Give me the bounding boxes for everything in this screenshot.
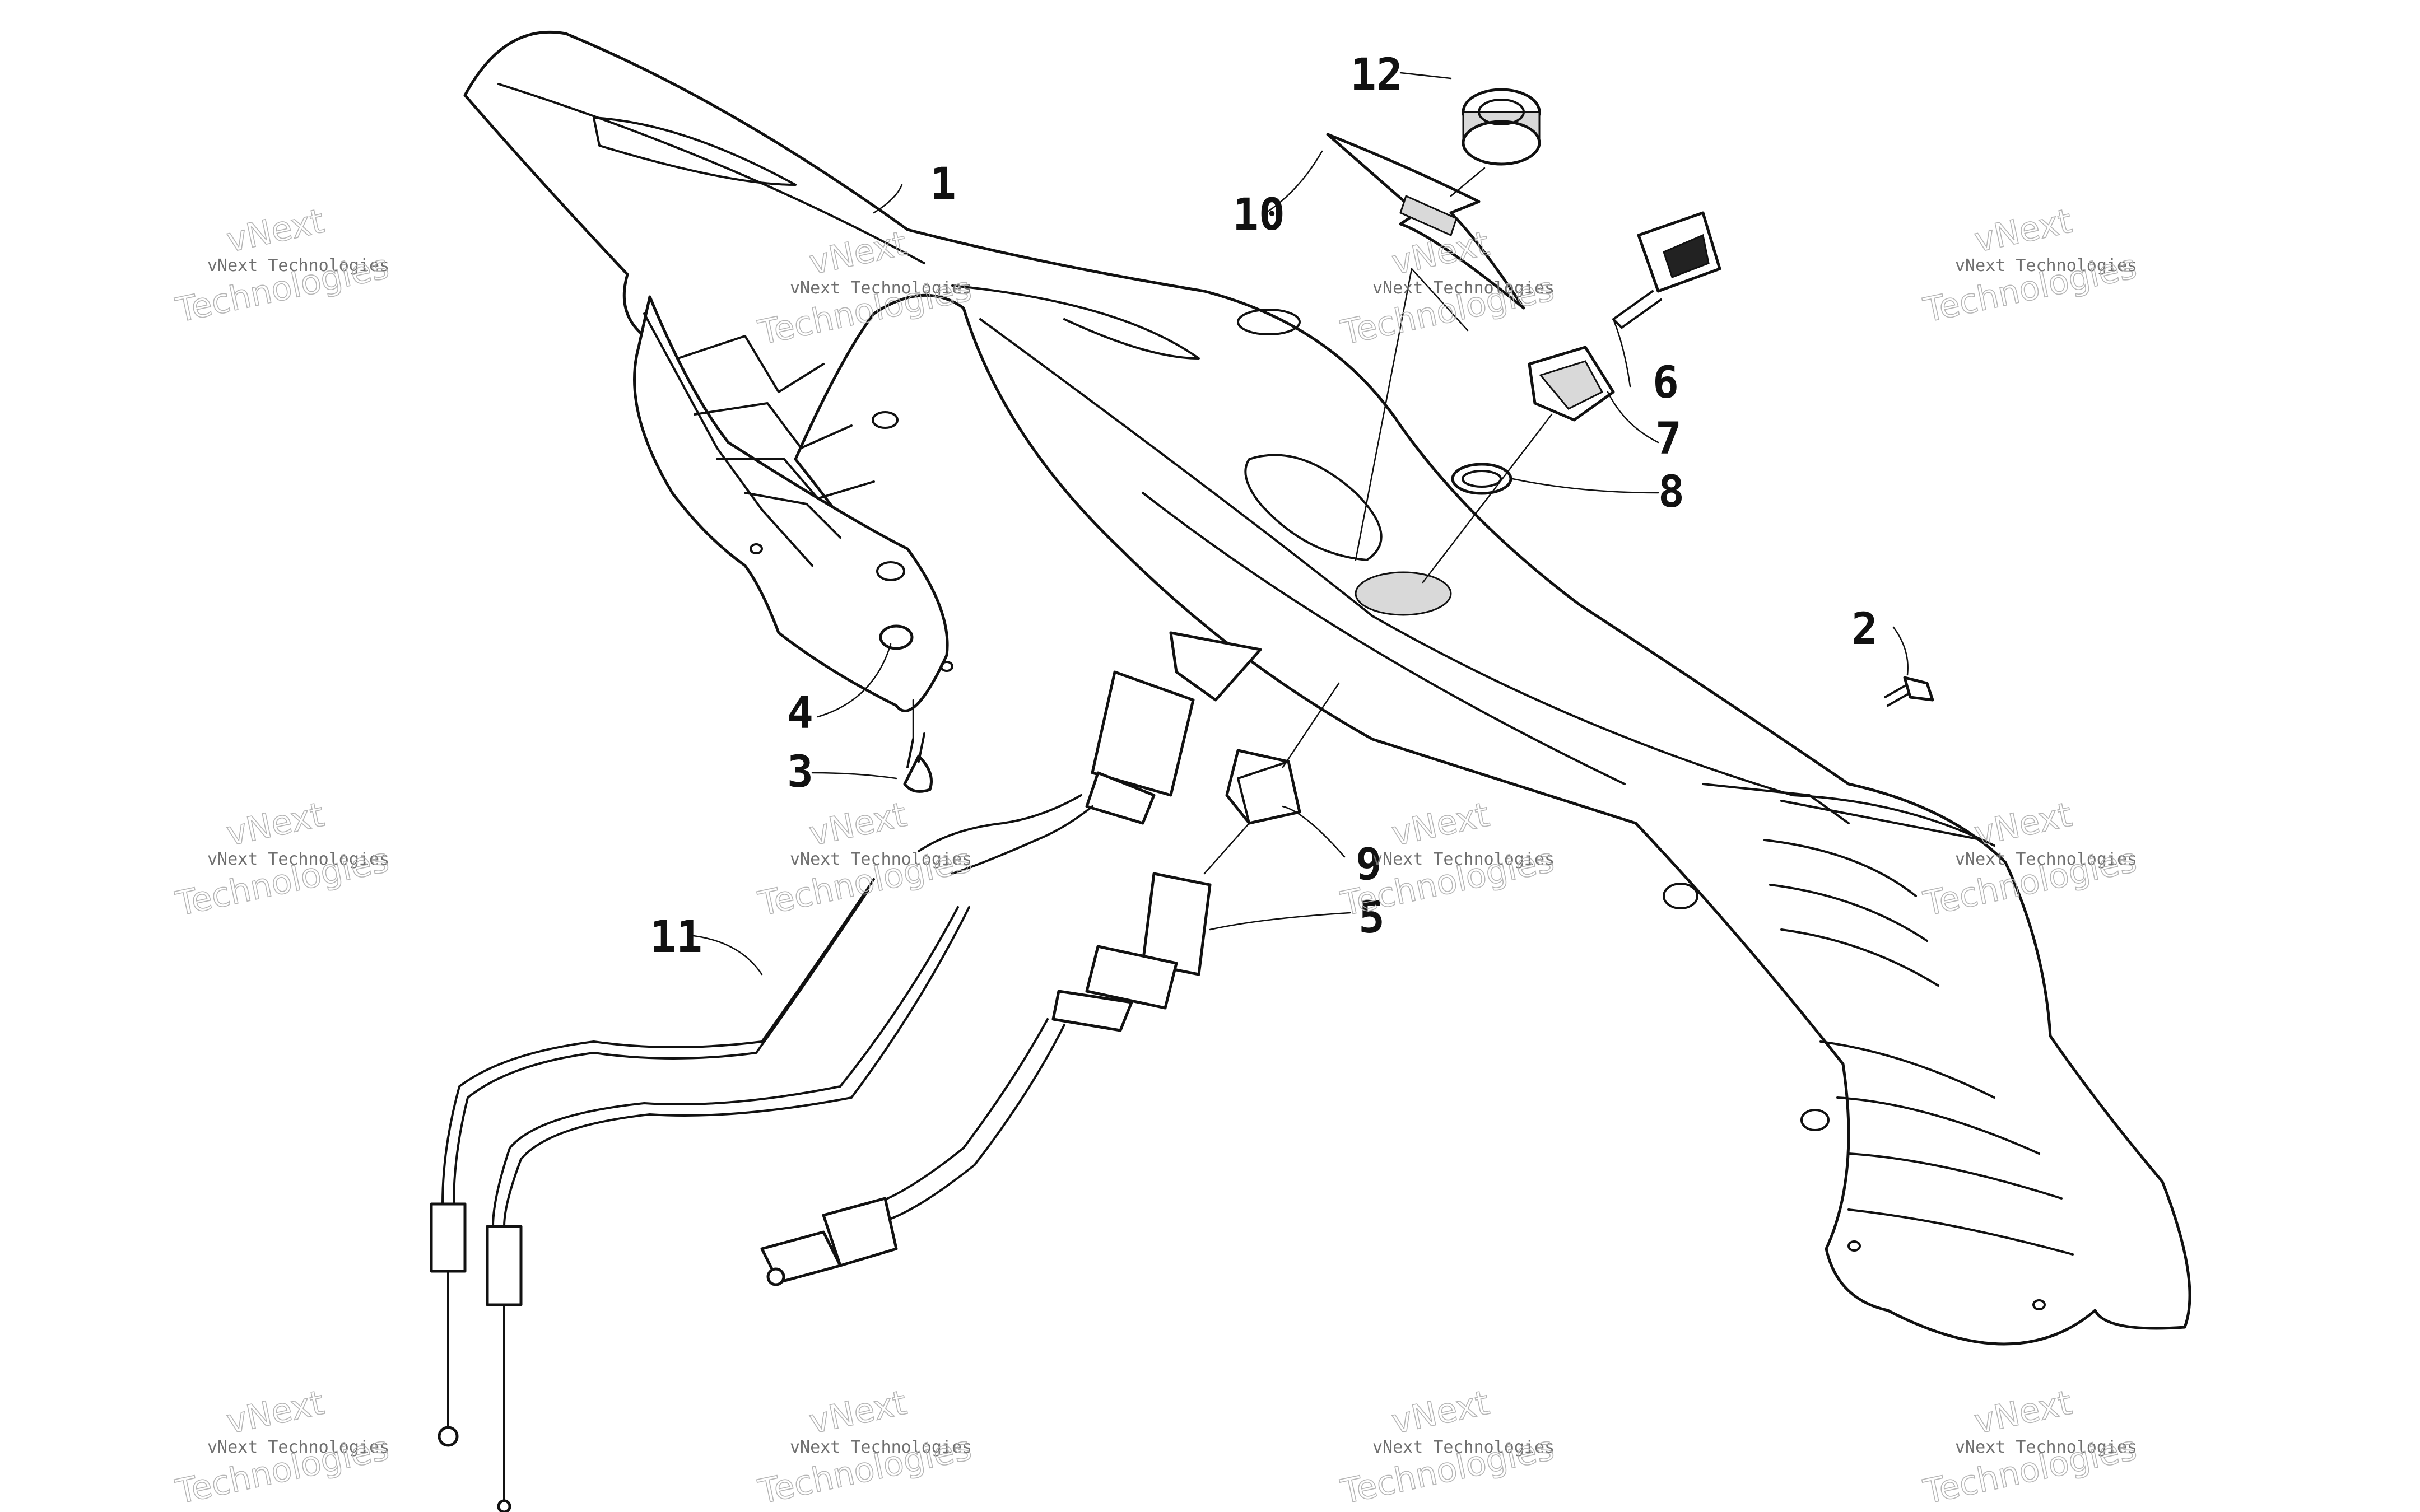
svg-text:vNext: vNext [806,795,910,854]
svg-text:vNext: vNext [224,202,328,260]
watermark-r3c4: vNext Technologies vNext Technologies [1920,1383,2140,1512]
watermark-r1c1: vNext Technologies vNext Technologies [172,201,393,331]
svg-text:vNext: vNext [1389,224,1493,283]
svg-text:vNext: vNext [1971,795,2075,854]
callout-11: 11 [650,912,702,963]
svg-text:vNext: vNext [224,1383,328,1442]
svg-text:vNext Technologies: vNext Technologies [1372,1438,1555,1457]
throttle-switch [918,631,1262,875]
svg-text:vNext: vNext [1971,202,2075,260]
svg-text:vNext: vNext [806,1383,910,1442]
callout-12: 12 [1350,50,1403,100]
svg-text:vNext Technologies: vNext Technologies [790,850,972,869]
svg-text:vNext: vNext [224,795,328,854]
watermark-r1c4: vNext Technologies vNext Technologies [1920,201,2140,331]
callout-1: 1 [930,159,956,209]
callout-10: 10 [1232,190,1285,240]
watermark-r2c1: vNext Technologies vNext Technologies [172,795,393,925]
svg-text:vNext Technologies: vNext Technologies [207,256,389,276]
watermark-r2c2: vNext Technologies vNext Technologies [755,795,975,925]
svg-text:vNext Technologies: vNext Technologies [1955,850,2137,869]
svg-text:vNext: vNext [1389,1383,1493,1442]
svg-text:vNext: vNext [1389,795,1493,854]
ignition-knob [1462,88,1541,166]
svg-text:vNext Technologies: vNext Technologies [1955,1438,2137,1457]
callout-6: 6 [1653,358,1679,408]
svg-text:vNext Technologies: vNext Technologies [207,1438,389,1457]
switch-housing [1225,749,1301,825]
svg-text:vNext Technologies: vNext Technologies [1955,256,2137,276]
watermark-r3c2: vNext Technologies vNext Technologies [755,1383,975,1512]
callout-2: 2 [1851,604,1878,655]
decal-plate [1326,133,1525,310]
screw-right [1884,676,1934,707]
callout-5: 5 [1358,893,1385,943]
ignition-bezel [1528,346,1615,422]
watermark-r1c3: vNext Technologies vNext Technologies [1337,223,1558,353]
svg-text:vNext Technologies: vNext Technologies [790,278,972,298]
throttle-cables [430,878,970,1512]
callout-7: 7 [1655,414,1682,464]
svg-text:vNext Technologies: vNext Technologies [790,1438,972,1457]
callout-3: 3 [787,747,813,797]
svg-text:vNext: vNext [1971,1383,2075,1442]
callout-4: 4 [787,688,813,739]
screw-left [903,732,933,793]
leader-lines [688,72,1909,976]
callout-9: 9 [1356,839,1382,890]
callout-8: 8 [1658,467,1684,517]
nut [879,624,914,650]
watermark-r3c3: vNext Technologies vNext Technologies [1337,1383,1558,1512]
svg-text:vNext Technologies: vNext Technologies [1372,850,1555,869]
handlebar-assembly [463,30,2191,1346]
watermark-r3c1: vNext Technologies vNext Technologies [172,1383,393,1512]
ignition-key [1612,211,1721,329]
throttle-connector [760,872,1212,1286]
callout-numbers: 1 2 3 4 5 6 7 8 9 10 11 12 [650,50,1878,963]
svg-text:vNext Technologies: vNext Technologies [207,850,389,869]
svg-text:vNext Technologies: vNext Technologies [1372,278,1555,298]
